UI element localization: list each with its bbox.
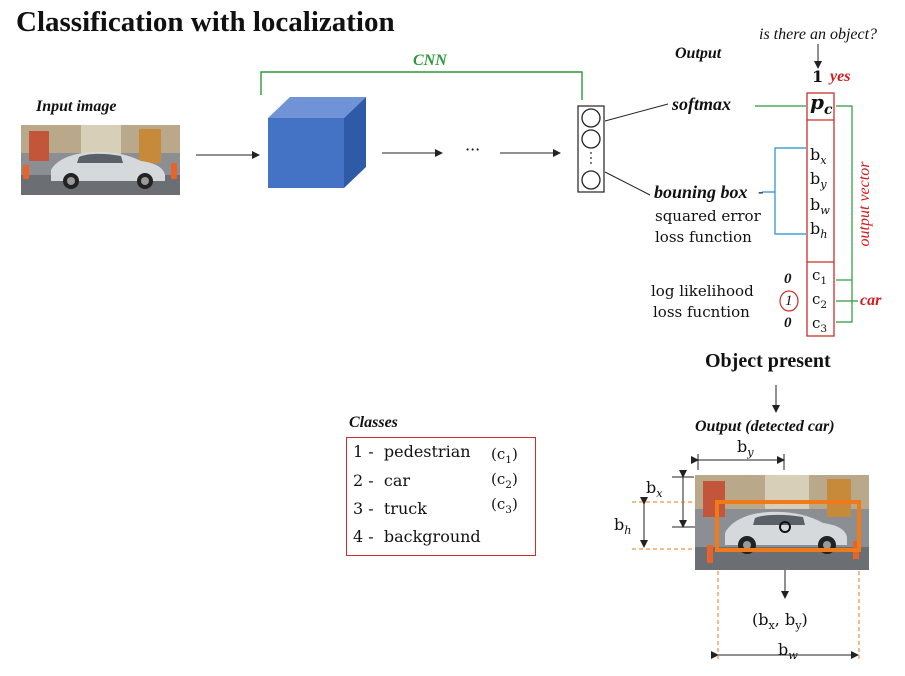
vector-c3: c3 [812, 314, 828, 335]
cnn-label: CNN [413, 52, 447, 69]
log-likelihood-line2: loss fucntion [653, 303, 750, 321]
class-item: 2 - car [353, 471, 411, 490]
dim-by: by [737, 437, 754, 460]
class-value-2: 1 [785, 293, 793, 309]
class-code: (c2) [491, 470, 518, 491]
vector-bx: bx [810, 145, 827, 168]
output-vector-box [806, 92, 835, 337]
vector-bh: bh [810, 219, 828, 242]
input-image-label: Input image [36, 98, 117, 115]
output-vector-label: output vector [856, 161, 873, 247]
object-present-label: Object present [705, 350, 831, 372]
output-neuron-column [577, 105, 605, 193]
detection-center [779, 521, 791, 533]
detected-output-label: Output (detected car) [695, 418, 835, 435]
class-code: (c3) [491, 495, 518, 516]
question-label: is there an object? [759, 26, 878, 43]
vector-pc: pc [810, 90, 833, 118]
pc-value: 1 [812, 67, 824, 86]
class-value-1: 0 [784, 271, 792, 287]
input-image [21, 125, 180, 195]
detection-box [715, 500, 861, 552]
bbox-dash: - [758, 182, 764, 201]
dim-bx: bx [646, 478, 663, 501]
class-item: 4 - background [353, 527, 481, 546]
page-title: Classification with localization [16, 6, 395, 38]
squared-error-line2: loss function [655, 228, 752, 246]
vector-c1: c1 [812, 266, 828, 287]
softmax-label: softmax [672, 94, 732, 114]
dim-bw: bw [778, 640, 798, 663]
bbox-label: bouning box [654, 182, 748, 202]
dim-bh: bh [614, 515, 632, 538]
class-item: 1 - pedestrian [353, 442, 471, 461]
class-value-3: 0 [784, 315, 792, 331]
car-label: car [860, 292, 882, 309]
class-code: (c1) [491, 445, 518, 466]
yes-label: yes [830, 68, 851, 85]
car-class-circle [779, 290, 799, 312]
class-item: 3 - truck [353, 499, 427, 518]
vector-bw: bw [810, 195, 830, 218]
vector-c2: c2 [812, 290, 828, 311]
vector-by: by [810, 169, 827, 192]
output-label: Output [675, 45, 722, 62]
cnn-bracket [260, 71, 583, 100]
bbox-bracket [774, 147, 806, 235]
squared-error-line1: squared error [655, 207, 761, 225]
dim-center: (bx, by) [752, 610, 808, 633]
cnn-cube [268, 97, 366, 188]
log-likelihood-line1: log likelihood [651, 282, 754, 300]
detected-car-image [695, 475, 869, 570]
ellipsis: ··· [465, 140, 481, 159]
classes-title: Classes [349, 414, 398, 431]
classes-box: 1 - pedestrian (c1) 2 - car (c2) 3 - tru… [346, 437, 536, 556]
